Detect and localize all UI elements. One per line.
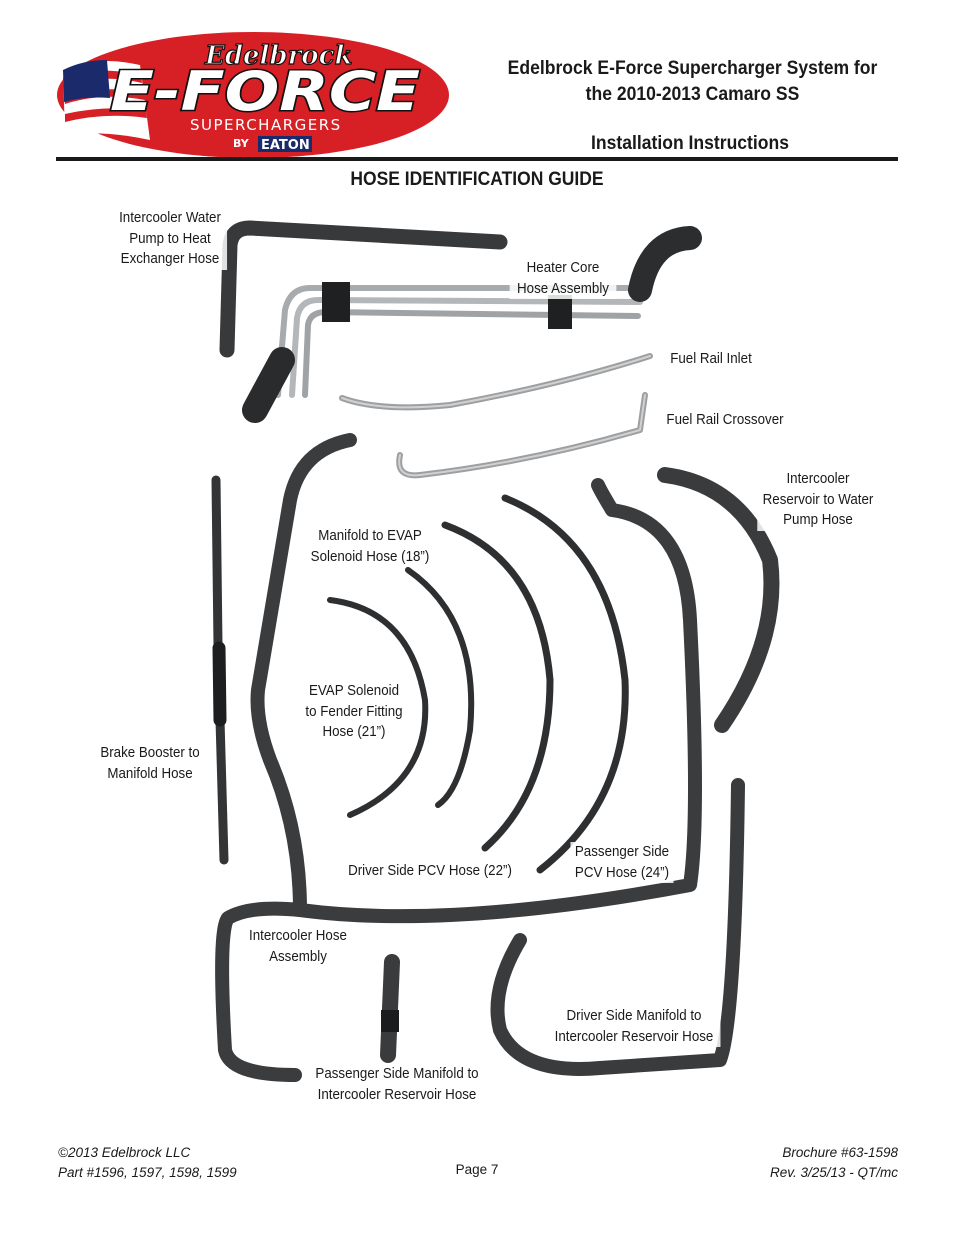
intercooler-hose-assembly-image [215, 433, 702, 1082]
label-fuel-rail-crossover: Fuel Rail Crossover [662, 410, 788, 431]
american-flag-icon [63, 60, 150, 140]
intercooler-water-pump-hose-image [219, 220, 508, 358]
footer-brochure: Brochure #63-1598 [782, 1145, 898, 1160]
hose-photo [211, 220, 780, 1082]
document-subtitle: Installation Instructions [591, 132, 789, 154]
label-passenger-pcv-hose: Passenger Side PCV Hose (24”) [570, 842, 674, 883]
label-intercooler-hose-assembly: Intercooler Hose Assembly [244, 926, 352, 967]
logo-tagline-text: SUPERCHARGERS [190, 116, 342, 134]
manifold-evap-hose-image [405, 567, 475, 808]
document-title: Edelbrock E-Force Supercharger System fo… [492, 55, 893, 107]
passenger-pcv-hose-image [501, 494, 629, 874]
driver-manifold-hose-image [490, 778, 745, 1076]
header-divider [56, 157, 898, 161]
footer-page-number: Page 7 [455, 1162, 499, 1177]
section-title: HOSE IDENTIFICATION GUIDE [350, 169, 604, 190]
footer-part-numbers: Part #1596, 1597, 1598, 1599 [58, 1164, 237, 1180]
logo-script-text: Edelbrock [204, 41, 352, 71]
label-passenger-manifold-hose: Passenger Side Manifold to Intercooler R… [307, 1064, 487, 1105]
label-evap-fender-hose: EVAP Solenoid to Fender Fitting Hose (21… [299, 681, 409, 743]
footer-copyright: ©2013 Edelbrock LLC [58, 1145, 191, 1160]
driver-pcv-hose-image [441, 521, 554, 852]
label-intercooler-reservoir-hose: Intercooler Reservoir to Water Pump Hose [757, 469, 879, 531]
label-driver-pcv-hose: Driver Side PCV Hose (22”) [341, 861, 519, 882]
label-fuel-rail-inlet: Fuel Rail Inlet [666, 349, 756, 370]
logo-by-text: BY [233, 137, 250, 150]
edelbrock-eforce-logo: Edelbrock E-FORCE SUPERCHARGERS BY EATON [57, 32, 449, 158]
footer-right: Brochure #63-1598 Rev. 3/25/13 - QT/mc [640, 1143, 898, 1182]
passenger-manifold-hose-image [380, 954, 400, 1063]
label-intercooler-water-pump-hose: Intercooler Water Pump to Heat Exchanger… [112, 208, 228, 270]
intercooler-reservoir-hose-image [657, 467, 780, 733]
label-manifold-evap-hose: Manifold to EVAP Solenoid Hose (18”) [305, 526, 435, 567]
fuel-rail-inlet-image [339, 353, 653, 411]
brake-booster-hose-image [211, 475, 229, 865]
label-heater-core-hose-assembly: Heater Core Hose Assembly [509, 258, 617, 299]
document-title-line2: the 2010-2013 Camaro SS [585, 83, 800, 105]
logo-brand-text: E-FORCE [110, 60, 420, 123]
footer-left: ©2013 Edelbrock LLC Part #1596, 1597, 15… [58, 1143, 318, 1182]
footer-revision: Rev. 3/25/13 - QT/mc [769, 1164, 898, 1180]
label-brake-booster-hose: Brake Booster to Manifold Hose [92, 743, 208, 784]
heater-core-hose-assembly-image [242, 226, 702, 423]
evap-fender-hose-image [327, 597, 429, 818]
fuel-rail-crossover-image [396, 392, 648, 479]
document-title-line1: Edelbrock E-Force Supercharger System fo… [507, 57, 878, 79]
label-driver-manifold-hose: Driver Side Manifold to Intercooler Rese… [547, 1006, 721, 1047]
logo-partner-text: EATON [261, 138, 310, 153]
